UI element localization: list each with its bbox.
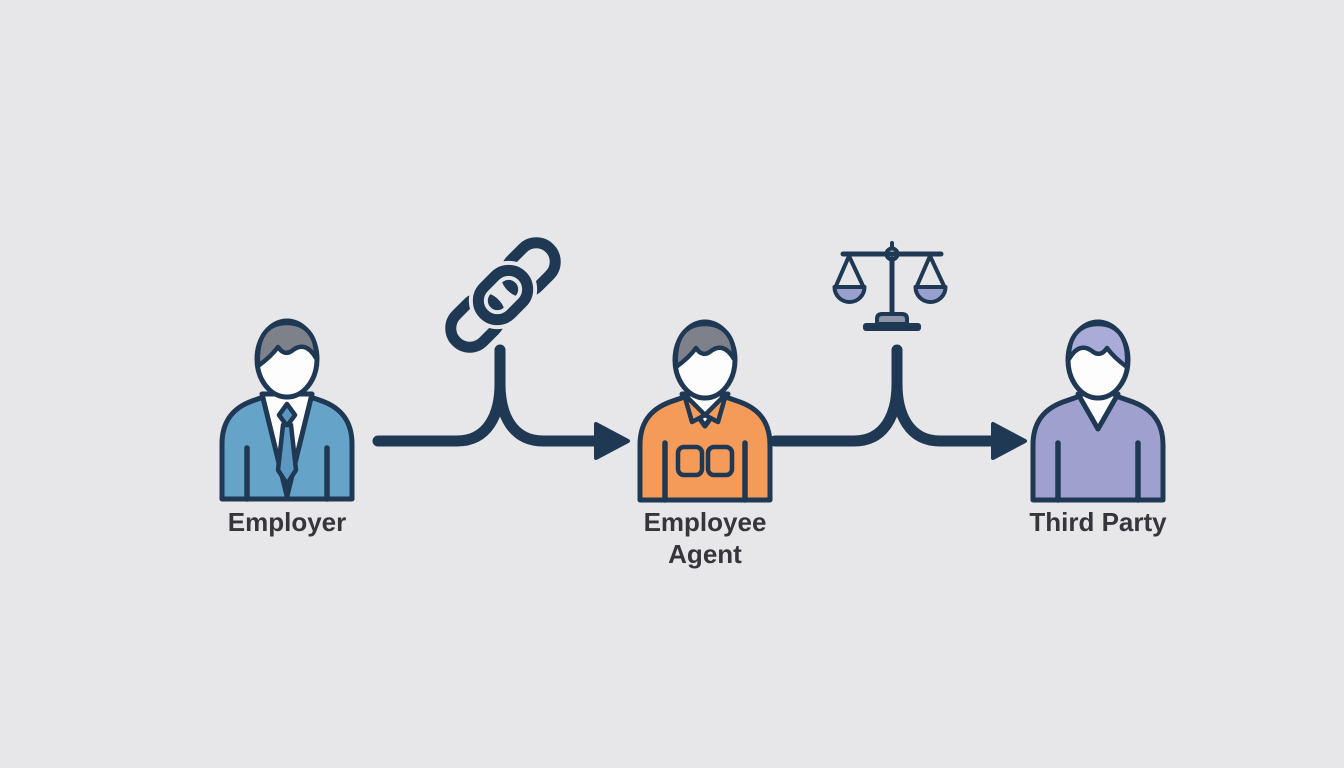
employee-agent-label-line1: Employee — [643, 507, 767, 537]
employer-label-text: Employer — [227, 507, 347, 537]
arrowhead-icon — [594, 422, 630, 460]
employer-hair — [255, 320, 319, 369]
scale-base-bar — [863, 323, 921, 331]
third-party-label: Third Party — [988, 506, 1208, 538]
node-third-party — [1028, 319, 1168, 503]
arrow-employer-to-agent — [372, 344, 630, 460]
scales-of-justice-icon — [832, 241, 948, 331]
node-employee-agent — [635, 319, 775, 503]
employer-person-icon — [219, 318, 355, 502]
employee-agent-label-line2: Agent — [668, 539, 742, 569]
agent-pocket-left — [675, 444, 705, 478]
scale-pedestal — [875, 312, 909, 326]
agent-sleeve-lines — [662, 440, 748, 503]
scale-pan-left — [832, 285, 867, 304]
arrowhead-icon — [991, 422, 1027, 460]
agent-pocket-right — [705, 444, 735, 478]
employer-label: Employer — [177, 506, 397, 538]
third-party-person-icon — [1030, 319, 1166, 503]
agent-collar-flap-left — [681, 391, 708, 425]
employer-tie-body — [275, 422, 299, 487]
third-party-hair — [1066, 321, 1130, 370]
third-party-label-text: Third Party — [1029, 507, 1167, 537]
agent-collar-flap-right — [702, 391, 729, 425]
chain-link-icon — [445, 237, 561, 353]
employer-sleeve-lines — [244, 445, 330, 502]
agent-hair — [673, 321, 737, 370]
employee-agent-person-icon — [637, 319, 773, 503]
scale-pan-right — [913, 285, 948, 304]
third-party-sleeve-lines — [1055, 440, 1141, 503]
employee-agent-label: Employee Agent — [595, 506, 815, 570]
node-employer — [217, 318, 357, 502]
arrow-agent-to-third-party — [769, 344, 1027, 460]
